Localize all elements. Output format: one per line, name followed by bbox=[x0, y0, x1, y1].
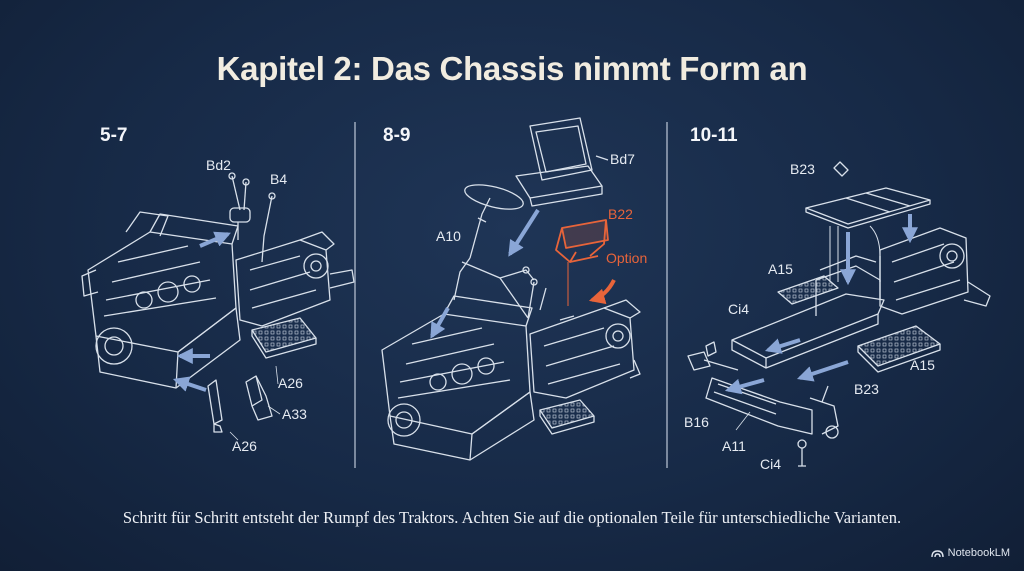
label-a26-top: A26 bbox=[278, 375, 303, 391]
caption: Schritt für Schritt entsteht der Rumpf d… bbox=[122, 508, 902, 527]
panel-1-arrows bbox=[172, 231, 231, 392]
chassis-frame bbox=[731, 255, 885, 369]
optional-bracket-b22 bbox=[555, 219, 609, 263]
transmission-1 bbox=[235, 231, 355, 327]
engine-block-1 bbox=[81, 211, 241, 389]
label-a11: A11 bbox=[722, 438, 746, 454]
steering-wheel bbox=[453, 184, 538, 319]
pedals bbox=[207, 375, 273, 433]
label-b4: B4 bbox=[270, 171, 287, 187]
step-label-5-7: 5-7 bbox=[100, 125, 128, 146]
panel-3-arrows bbox=[724, 214, 918, 395]
transmission-3 bbox=[879, 227, 991, 315]
foot-plate-2 bbox=[539, 399, 595, 435]
panel-2-drawing bbox=[381, 117, 641, 461]
label-b16: B16 bbox=[684, 414, 709, 430]
label-ci4-bottom: Ci4 bbox=[760, 456, 781, 472]
label-b22: B22 bbox=[608, 206, 633, 222]
step-label-10-11: 10-11 bbox=[690, 125, 738, 146]
engine-block-2 bbox=[381, 295, 535, 461]
label-option: Option bbox=[606, 250, 647, 266]
label-a15-left: A15 bbox=[768, 261, 793, 277]
panel-divider-1 bbox=[354, 122, 356, 468]
label-b23-top: B23 bbox=[790, 161, 815, 177]
label-b23-bottom: B23 bbox=[854, 381, 879, 397]
panel-1-drawing bbox=[81, 172, 355, 441]
panel-2-arrows bbox=[430, 208, 540, 339]
label-a26-bottom: A26 bbox=[232, 438, 257, 454]
label-ci4-top: Ci4 bbox=[728, 301, 749, 317]
page-title: Kapitel 2: Das Chassis nimmt Form an bbox=[216, 50, 808, 87]
label-a10: A10 bbox=[436, 228, 461, 244]
panel-3-thin-lines bbox=[829, 225, 881, 282]
step-label-8-9: 8-9 bbox=[383, 125, 411, 146]
panel-divider-2 bbox=[666, 122, 668, 468]
label-bd2: Bd2 bbox=[206, 157, 231, 173]
foot-plate-1 bbox=[251, 317, 317, 359]
brand-name: NotebookLM bbox=[947, 547, 1010, 559]
brand-logo: NotebookLM bbox=[930, 547, 1010, 559]
option-arrow bbox=[588, 279, 616, 305]
bolt-ci4 bbox=[705, 341, 807, 467]
front-axle bbox=[687, 351, 839, 439]
label-a15-right: A15 bbox=[910, 357, 935, 373]
gear-levers bbox=[228, 172, 276, 263]
label-bd7: Bd7 bbox=[610, 151, 635, 167]
notebooklm-icon bbox=[930, 549, 944, 557]
roof-panel bbox=[805, 161, 931, 229]
label-a33: A33 bbox=[282, 406, 307, 422]
seat-bd7 bbox=[515, 117, 609, 207]
foot-plates-a15 bbox=[777, 275, 941, 373]
panel-3-drawing bbox=[687, 161, 991, 467]
transmission-2 bbox=[529, 299, 641, 399]
